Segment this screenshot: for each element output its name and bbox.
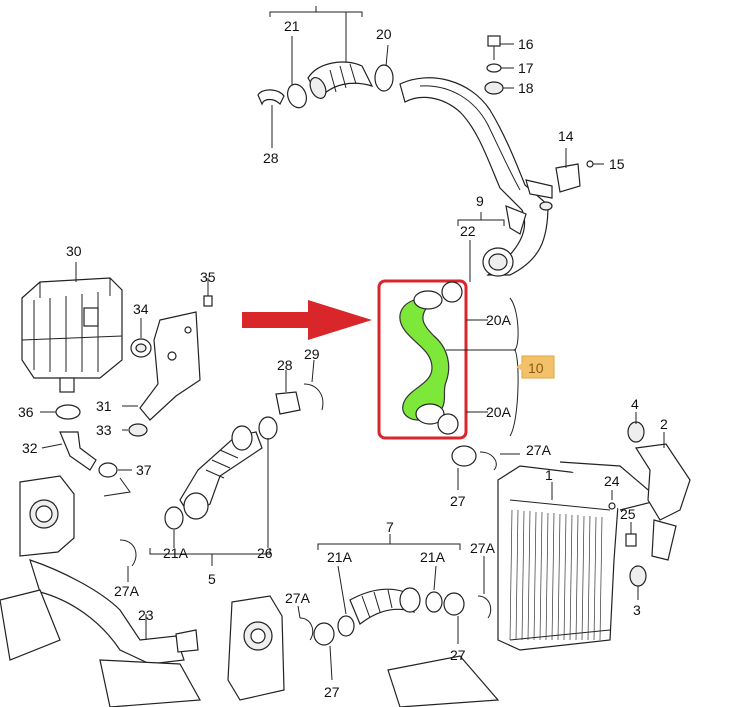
- label-7: 7: [386, 519, 394, 535]
- label-17: 17: [518, 60, 534, 76]
- ring-20A-top: [441, 281, 463, 303]
- bracket-14: [555, 163, 581, 193]
- nut-33: [128, 423, 148, 437]
- label-27A-right: 27A: [526, 442, 552, 458]
- label-27A-left: 27A: [114, 583, 140, 599]
- clamp-27-mid: [451, 445, 477, 467]
- label-21A-bottom-right: 21A: [420, 549, 446, 565]
- label-2: 2: [660, 416, 668, 432]
- label-15: 15: [609, 156, 625, 172]
- bolt-25: [625, 533, 637, 547]
- label-25: 25: [620, 506, 636, 522]
- ring-5a: [258, 416, 278, 440]
- label-21A-bottom-left: 21A: [327, 549, 353, 565]
- label-29: 29: [304, 346, 320, 362]
- label-27A-bottom: 27A: [470, 540, 496, 556]
- label-20A-top: 20A: [486, 312, 512, 328]
- clamp-27-bot: [443, 592, 465, 616]
- clamp-7a: [399, 587, 421, 613]
- label-34: 34: [133, 301, 149, 317]
- hose-group-5: [119, 359, 324, 582]
- label-20-top: 20: [376, 26, 392, 42]
- label-31: 31: [96, 398, 112, 414]
- label-27A-low: 27A: [285, 590, 311, 606]
- ring-20A-bottom: [437, 413, 459, 435]
- label-10: 10: [528, 360, 544, 376]
- label-4: 4: [631, 396, 639, 412]
- ring-21A-bl: [337, 615, 355, 637]
- clamp-28-top: [257, 89, 285, 106]
- screw-15: [586, 160, 594, 168]
- upper-pipe-group: [257, 6, 604, 282]
- hose-32: [59, 431, 97, 471]
- charge-pipe-upper: [399, 77, 549, 276]
- label-18: 18: [518, 80, 534, 96]
- highlighted-hose-10: [242, 279, 519, 440]
- pipe-23: [29, 559, 185, 665]
- label-27-bottom-right: 27: [450, 647, 466, 663]
- clamp-28-mid: [275, 391, 301, 415]
- label-28-top: 28: [263, 150, 279, 166]
- bracket-31: [139, 311, 201, 421]
- label-16: 16: [518, 36, 534, 52]
- ring-21A-br: [425, 591, 443, 613]
- clamp-5a: [231, 425, 253, 451]
- clamp-20A-bottom: [415, 403, 445, 425]
- label-27-bottom: 27: [324, 684, 340, 700]
- clamp-20: [374, 64, 394, 92]
- label-14: 14: [558, 128, 574, 144]
- hose-10-green: [399, 299, 450, 421]
- label-1: 1: [545, 467, 553, 483]
- label-21A-left: 21A: [163, 545, 189, 561]
- callout-10: 10: [516, 355, 555, 379]
- ring-21A-left: [164, 506, 184, 530]
- reservoir-30: [21, 277, 123, 379]
- label-20A-bottom: 20A: [486, 404, 512, 420]
- label-24: 24: [604, 473, 620, 489]
- intercooler-group: [451, 412, 691, 651]
- bracket-2: [634, 443, 691, 521]
- label-36: 36: [18, 404, 34, 420]
- label-22: 22: [460, 223, 476, 239]
- label-26: 26: [257, 545, 273, 561]
- clamp-37: [98, 462, 118, 478]
- mount-4: [627, 421, 645, 443]
- label-27-mid: 27: [450, 493, 466, 509]
- clamp-5b: [183, 492, 209, 520]
- ring-21: [286, 83, 308, 109]
- label-37: 37: [136, 462, 152, 478]
- clamp-27-left: [313, 622, 335, 646]
- label-30: 30: [66, 243, 82, 259]
- clamp-20A-top: [413, 290, 443, 310]
- hose-group-7: [297, 534, 492, 681]
- label-3: 3: [633, 602, 641, 618]
- intercooler-fins: [509, 509, 603, 641]
- nut-18: [484, 81, 504, 95]
- label-23: 23: [138, 607, 154, 623]
- mount-3: [629, 565, 647, 587]
- red-arrow: [242, 300, 372, 340]
- washer-17: [486, 63, 502, 73]
- label-5: 5: [208, 571, 216, 587]
- label-9: 9: [476, 193, 484, 209]
- label-32: 32: [22, 440, 38, 456]
- label-28-mid: 28: [277, 357, 293, 373]
- label-21-top: 21: [284, 18, 300, 34]
- lower-left-manifold-group: [0, 475, 500, 707]
- part-labels: 21 20 16 17 18 28 14 15 9 22 30 35 34 36…: [18, 18, 668, 700]
- left-reservoir-group: [21, 262, 213, 497]
- bolt-35: [203, 295, 213, 307]
- label-35: 35: [200, 269, 216, 285]
- highlight-frame: [377, 279, 468, 440]
- label-33: 33: [96, 422, 112, 438]
- ring-36: [55, 404, 81, 420]
- bolt-16: [487, 35, 501, 47]
